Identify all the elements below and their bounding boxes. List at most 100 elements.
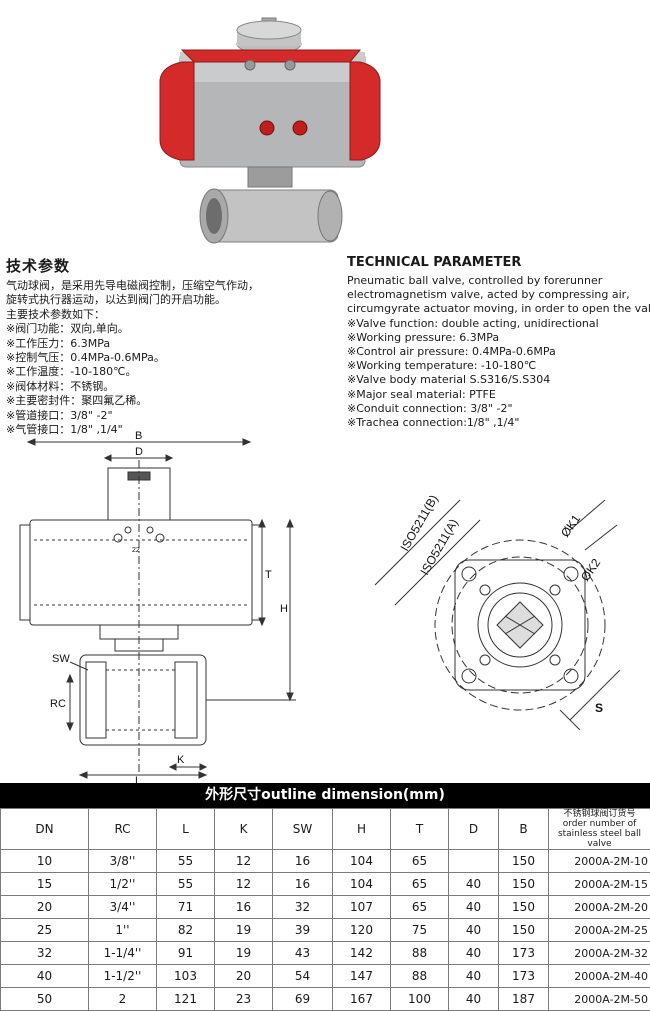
table-cell: 71: [157, 896, 215, 919]
table-cell: 10: [1, 850, 89, 873]
header-k: K: [215, 809, 273, 850]
outline-dimension-table: 外形尺寸outline dimension(mm) DN RC L K SW H…: [0, 783, 650, 1011]
label-dim-22: 22: [132, 547, 140, 554]
table-cell: [449, 850, 499, 873]
cn-line: ※管道接口：3/8" -2": [6, 409, 336, 423]
table-cell: 100: [391, 988, 449, 1011]
order-number-cell: 2000A-2M-20: [549, 896, 650, 919]
table-cell: 40: [449, 965, 499, 988]
table-cell: 20: [215, 965, 273, 988]
table-cell: 55: [157, 850, 215, 873]
table-cell: 40: [449, 919, 499, 942]
en-line: ※Conduit connection: 3/8" -2": [347, 402, 647, 416]
header-t: T: [391, 809, 449, 850]
table-cell: 1'': [89, 919, 157, 942]
table-cell: 12: [215, 850, 273, 873]
label-k: K: [177, 754, 185, 766]
order-number-cell: 2000A-2M-10: [549, 850, 650, 873]
table-cell: 150: [499, 850, 549, 873]
table-cell: 3/8'': [89, 850, 157, 873]
label-b: B: [135, 430, 142, 442]
header-rc: RC: [89, 809, 157, 850]
table-cell: 120: [333, 919, 391, 942]
order-number-cell: 2000A-2M-25: [549, 919, 650, 942]
table-cell: 20: [1, 896, 89, 919]
cn-line: 主要技术参数如下：: [6, 308, 336, 322]
en-line: ※Major seal material: PTFE: [347, 388, 647, 402]
label-rc: RC: [50, 698, 66, 710]
label-s: S: [595, 701, 603, 715]
table-cell: 19: [215, 919, 273, 942]
cn-line: ※阀门功能：双向,单向。: [6, 322, 336, 336]
table-cell: 40: [1, 965, 89, 988]
en-title: TECHNICAL PARAMETER: [347, 255, 647, 270]
table-cell: 150: [499, 919, 549, 942]
table-cell: 3/4'': [89, 896, 157, 919]
table-cell: 173: [499, 942, 549, 965]
en-line: ※Valve body material S.S316/S.S304: [347, 373, 647, 387]
en-parameters: TECHNICAL PARAMETER Pneumatic ball valve…: [347, 255, 647, 430]
table-cell: 1/2'': [89, 873, 157, 896]
header-dn: DN: [1, 809, 89, 850]
table-cell: 1-1/2'': [89, 965, 157, 988]
table-cell: 2: [89, 988, 157, 1011]
cn-line: ※阀体材料：不锈钢。: [6, 380, 336, 394]
label-h: H: [280, 603, 288, 615]
label-k2: ØK2: [578, 556, 603, 584]
table-cell: 147: [333, 965, 391, 988]
table-cell: 40: [449, 896, 499, 919]
en-line: ※Control air pressure: 0.4MPa-0.6MPa: [347, 345, 647, 359]
table-cell: 187: [499, 988, 549, 1011]
table-cell: 50: [1, 988, 89, 1011]
order-number-cell: 2000A-2M-15: [549, 873, 650, 896]
header-order-number: 不锈钢球阀订货号 order number of stainless steel…: [549, 809, 650, 850]
table-cell: 15: [1, 873, 89, 896]
en-line: ※Working temperature: -10-180℃: [347, 359, 647, 373]
table-cell: 54: [273, 965, 333, 988]
table-cell: 167: [333, 988, 391, 1011]
table-cell: 16: [273, 850, 333, 873]
en-line: ※Trachea connection:1/8" ,1/4": [347, 416, 647, 430]
table-cell: 121: [157, 988, 215, 1011]
table-cell: 173: [499, 965, 549, 988]
product-photo: [150, 0, 390, 255]
table-cell: 150: [499, 873, 549, 896]
table-cell: 104: [333, 873, 391, 896]
header-h: H: [333, 809, 391, 850]
table-cell: 104: [333, 850, 391, 873]
table-cell: 25: [1, 919, 89, 942]
header-sw: SW: [273, 809, 333, 850]
table-cell: 1-1/4'': [89, 942, 157, 965]
table-cell: 65: [391, 896, 449, 919]
table-cell: 88: [391, 942, 449, 965]
en-line: ※Valve function: double acting, unidirec…: [347, 317, 647, 331]
table-cell: 69: [273, 988, 333, 1011]
table-cell: 40: [449, 988, 499, 1011]
cn-title: 技术参数: [6, 255, 336, 276]
table-cell: 16: [273, 873, 333, 896]
order-header-en2: stainless steel ball valve: [549, 829, 650, 849]
cn-line: ※工作温度：-10-180℃。: [6, 365, 336, 379]
table-cell: 82: [157, 919, 215, 942]
table-cell: 142: [333, 942, 391, 965]
table-cell: 32: [1, 942, 89, 965]
label-sw: SW: [52, 653, 70, 665]
order-number-cell: 2000A-2M-50: [549, 988, 650, 1011]
table-cell: 39: [273, 919, 333, 942]
table-cell: 150: [499, 896, 549, 919]
table-cell: 91: [157, 942, 215, 965]
cn-line: 旋转式执行器运动，以达到阀门的开启功能。: [6, 293, 336, 307]
table-cell: 23: [215, 988, 273, 1011]
flange-view-drawing: ISO5211(B) ISO5211(A) ØK1 ØK2 S: [355, 490, 650, 770]
table-cell: 65: [391, 873, 449, 896]
label-t: T: [265, 569, 272, 581]
label-k1: ØK1: [558, 512, 583, 540]
order-header-cn: 不锈钢球阀订货号: [549, 809, 650, 819]
order-header-en1: order number of: [549, 819, 650, 829]
table-cell: 43: [273, 942, 333, 965]
